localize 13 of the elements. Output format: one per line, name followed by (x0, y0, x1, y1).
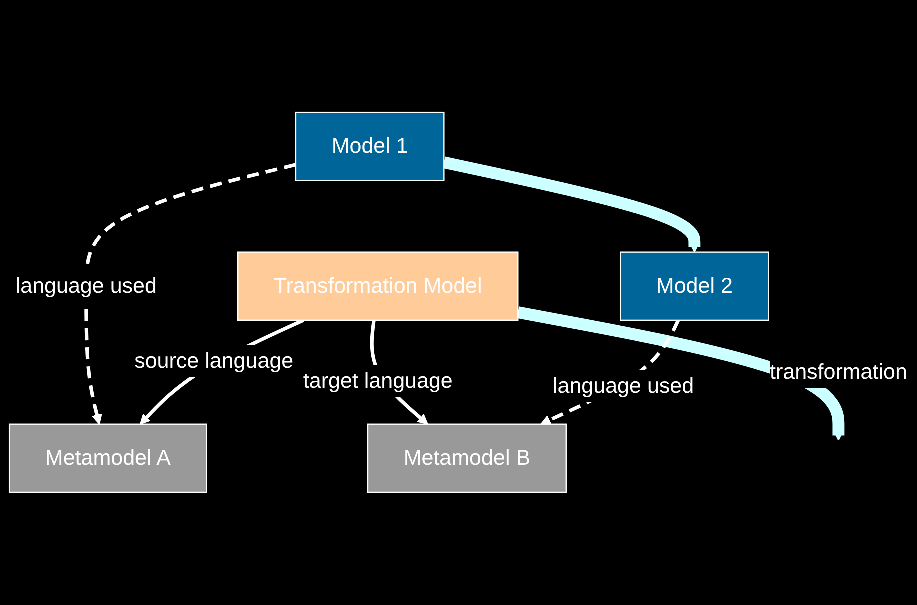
node-box: Metamodel B (367, 424, 567, 494)
edge-label: language used (16, 274, 157, 298)
arrow (442, 156, 701, 253)
edge-label: language used (552, 374, 694, 398)
edge-label: transformation (770, 360, 908, 384)
arrow (517, 306, 845, 441)
edge-label: target language (303, 368, 453, 393)
node-box: Metamodel A (8, 424, 208, 494)
node-box: Model 2 (620, 252, 770, 322)
edge-label: source language (134, 348, 294, 373)
node-box: Model 1 (295, 112, 445, 182)
arrow (84, 163, 296, 425)
node-box: Transformation Model (238, 252, 519, 322)
